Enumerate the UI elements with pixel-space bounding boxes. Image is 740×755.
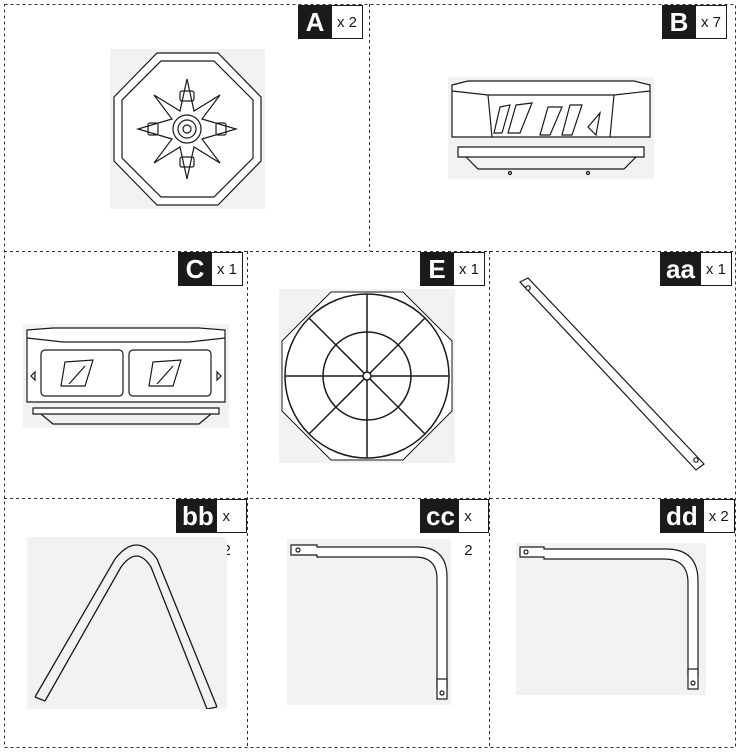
part-letter: B [662,5,696,39]
corner-tube-long-drawing [516,543,706,695]
part-letter: cc [420,499,460,533]
part-letter: dd [660,499,704,533]
part-cell-cc: cc x 2 [248,499,489,748]
part-quantity: x 7 [696,5,728,39]
round-floor-drawing [279,289,455,463]
part-quantity: x 1 [700,252,732,286]
part-letter: aa [660,252,701,286]
part-label-a: A x 2 [298,5,364,39]
part-label-bb: bb x 2 [176,499,247,559]
part-cell-aa: aa x 1 [490,252,736,498]
straight-bar-drawing [519,277,705,471]
part-cell-bb: bb x 2 [5,499,247,748]
a-frame-tube-drawing [27,537,227,709]
part-letter: E [420,252,454,286]
octagon-lid-drawing [110,49,265,209]
part-label-b: B x 7 [662,5,728,39]
part-cell-b: B x 7 [370,5,736,251]
part-letter: C [178,252,212,286]
part-cell-a: A x 2 [5,5,369,251]
door-panel-drawing [23,324,229,428]
part-quantity: x 1 [212,252,244,286]
part-quantity: x 2 [217,499,247,559]
part-label-c: C x 1 [178,252,244,286]
part-cell-e: E x 1 [248,252,489,498]
part-letter: bb [176,499,218,533]
corner-tube-short-drawing [287,539,451,705]
part-label-aa: aa x 1 [660,252,732,286]
part-cell-c: C x 1 [5,252,247,498]
part-label-e: E x 1 [420,252,486,286]
wall-panel-drawing [448,77,654,179]
part-quantity: x 2 [703,499,735,533]
part-cell-dd: dd x 2 [490,499,736,748]
part-label-dd: dd x 2 [660,499,735,533]
part-quantity: x 2 [332,5,364,39]
part-quantity: x 2 [459,499,489,559]
part-label-cc: cc x 2 [420,499,489,559]
part-letter: A [298,5,332,39]
part-quantity: x 1 [454,252,486,286]
